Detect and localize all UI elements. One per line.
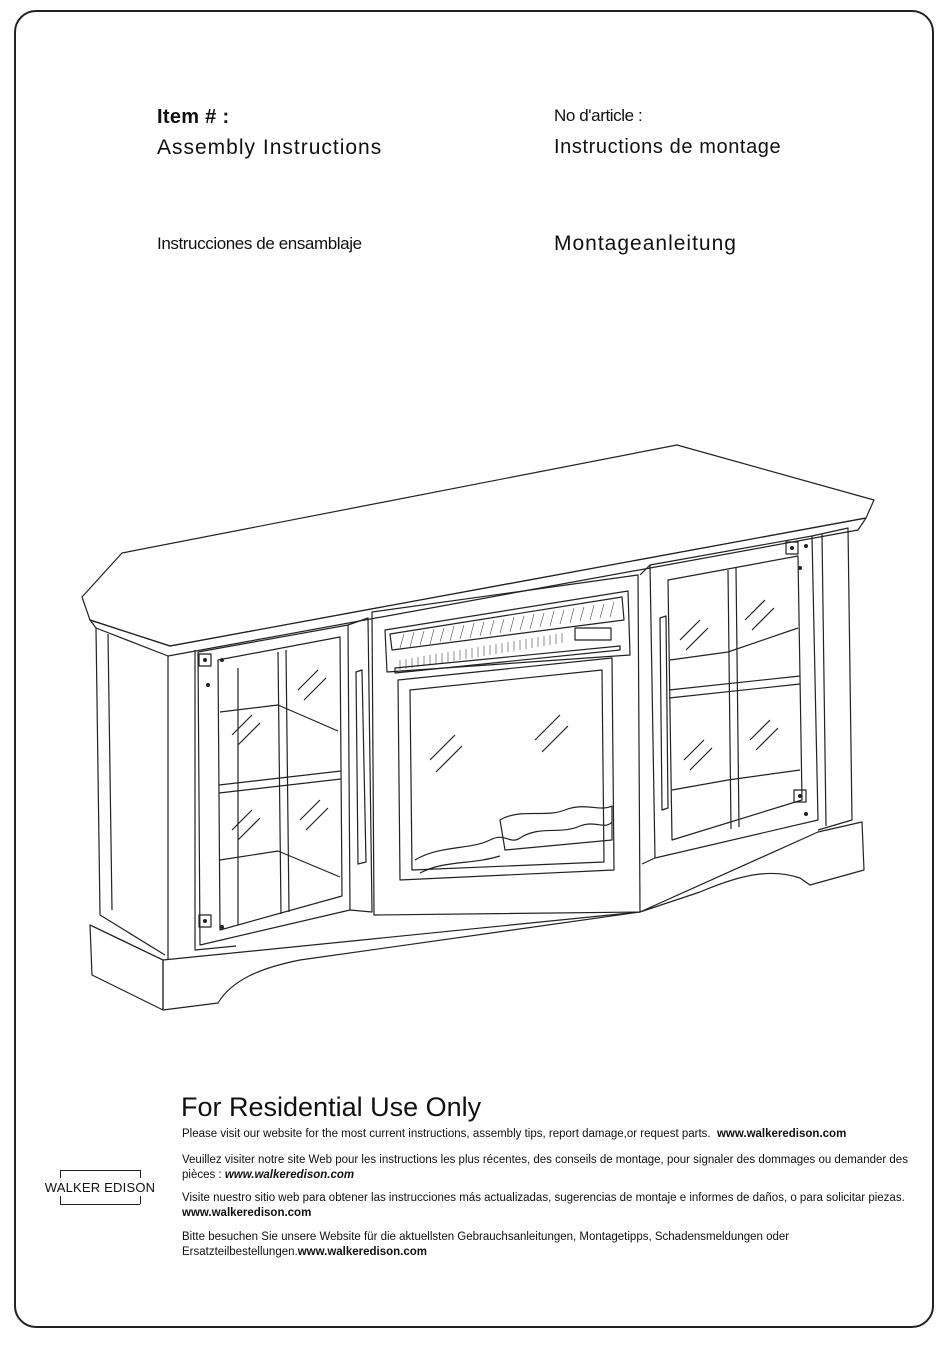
website-link-en[interactable]: www.walkeredison.com <box>716 1128 847 1140</box>
paragraph-en-text: Please visit our website for the most cu… <box>182 1128 711 1140</box>
assembly-instructions-de: Montageanleitung <box>554 232 737 255</box>
paragraph-fr-text: Veuillez visiter notre site Web pour les… <box>182 1154 908 1181</box>
paragraph-en: Please visit our website for the most cu… <box>182 1127 914 1142</box>
logo-tick-bottom-left <box>60 1196 61 1204</box>
paragraph-de-text: Bitte besuchen Sie unsere Website für di… <box>182 1231 790 1258</box>
logo-tick-top-right <box>140 1170 141 1178</box>
logo-tick-bottom-right <box>140 1196 141 1204</box>
assembly-instructions-es: Instrucciones de ensamblaje <box>157 234 362 253</box>
logo-rule-top <box>60 1170 140 1171</box>
paragraph-de: Bitte besuchen Sie unsere Website für di… <box>182 1230 914 1260</box>
logo-text: WALKER EDISON <box>44 1180 156 1195</box>
item-number-label-fr: No d'article : <box>554 106 643 125</box>
tv-stand-illustration <box>81 444 875 1011</box>
logo-rule-bottom <box>60 1204 140 1205</box>
walker-edison-logo: WALKER EDISON <box>40 1170 160 1205</box>
page-border <box>14 10 934 1328</box>
website-link-de[interactable]: www.walkeredison.com <box>297 1246 428 1258</box>
assembly-instructions-fr: Instructions de montage <box>554 136 782 158</box>
paragraph-es-text: Visite nuestro sitio web para obtener la… <box>182 1192 905 1204</box>
website-link-es[interactable]: www.walkeredison.com <box>182 1207 312 1219</box>
paragraph-es: Visite nuestro sitio web para obtener la… <box>182 1191 914 1221</box>
website-link-fr[interactable]: www.walkeredison.com <box>224 1169 355 1181</box>
paragraph-fr: Veuillez visiter notre site Web pour les… <box>182 1153 914 1183</box>
residential-use-title: For Residential Use Only <box>181 1092 482 1122</box>
assembly-instructions-en: Assembly Instructions <box>157 136 383 159</box>
logo-tick-top-left <box>60 1170 61 1178</box>
item-number-label: Item # : <box>157 106 230 128</box>
